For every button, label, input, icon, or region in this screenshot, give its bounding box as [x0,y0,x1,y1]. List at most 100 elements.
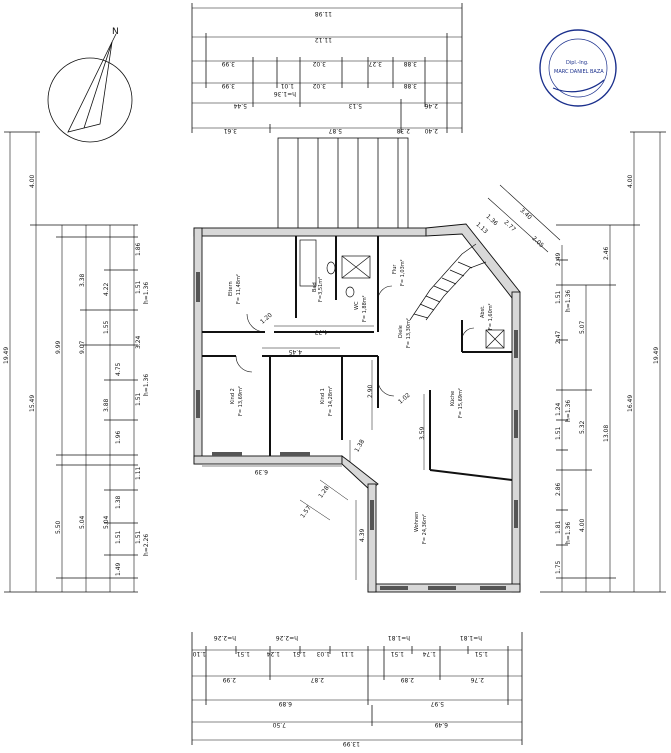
bottom-dimension-chains [191,632,523,745]
dim-label: 6.89 [278,700,292,707]
dim-label: 13.99 [343,740,360,747]
dim-label: 1.28 [317,484,331,499]
dim-label: 1.55 [103,320,110,334]
room-name: Kind 2 [230,388,236,404]
windows [196,272,518,590]
dim-label: 1.51 [135,280,142,294]
interior-walls [202,236,513,481]
room-area: F= 1,60m² [488,303,494,330]
dim-label: h=1.36 [143,374,150,396]
dim-label: 2.40 [424,127,438,134]
dim-label: 3.99 [221,82,235,89]
top-dimension-labels: 11.98 11.12 3.99 3.02 3.27 3.88 3.99 1.0… [221,10,438,134]
room-area: F=3,51m² [318,277,324,302]
dim-label: h=2.26 [276,634,298,641]
dim-label: 11.12 [315,36,332,43]
dim-label: 3.27 [368,60,382,67]
dim-label: 3.88 [403,82,417,89]
dim-label: 1.11 [340,650,354,657]
dim-label: 5.87 [328,127,342,134]
dim-label: 5.07 [579,320,586,334]
doors [235,285,475,397]
room-area: F= 24,36m² [422,514,428,544]
left-dimension-chains [4,131,138,593]
dim-label: 1.24 [555,402,562,416]
dim-label: 2.86 [555,482,562,496]
room-name: Eltern [228,281,234,296]
sanitary-fixtures [299,239,505,349]
dim-label: h=2.26 [214,634,236,641]
dim-label: 5.44 [233,102,247,109]
dim-label: 4.39 [359,528,366,542]
dim-label: 3.88 [403,60,417,67]
room-name: Flur [392,264,398,274]
dim-label: 4.00 [627,174,634,188]
terrace [277,137,409,231]
dim-label: 3.02 [312,82,326,89]
dim-label: 4.77 [314,328,328,335]
dim-label: 5.04 [103,515,110,529]
dim-label: 2.47 [555,330,562,344]
dim-label: h=1.36 [565,290,572,312]
dim-label: 2.89 [400,676,414,683]
dim-label: 4.22 [103,282,110,296]
dim-label: 1.75 [555,560,562,574]
room-area: F= 1,88m² [362,295,368,322]
room-name: WC [354,301,360,310]
dim-label: 3.24 [135,335,142,349]
room-area: F= 15,69m² [458,388,464,418]
engineer-seal: Dipl.-Ing. MARC DANIEL BAZA [539,29,617,107]
room-name: Abst. [480,305,486,318]
dim-label: 13.08 [603,425,610,442]
dim-label: 1.51 [236,650,250,657]
north-arrow [47,33,133,143]
dim-label: 1.86 [135,242,142,256]
dim-label: 1.11 [135,466,142,480]
room-name: Wohnen [414,512,420,532]
dim-label: 1.51 [390,650,404,657]
dim-label: 1.01 [280,82,294,89]
room-area: F= 1,03m² [400,259,406,286]
room-area: F= 13,30m² [406,318,412,348]
dim-label: 1.13 [474,221,489,235]
dim-label: 3.61 [223,127,237,134]
room-name: Kind 1 [320,388,326,404]
dim-label: h=1.36 [143,282,150,304]
left-dimension-labels: 19.49 4.00 15.49 9.99 5.50 3.38 9.07 5.0… [3,174,150,576]
toilet [326,261,336,275]
dim-label: 1.51 [555,426,562,440]
dim-label: 6.39 [254,468,268,475]
dim-label: 3.38 [79,273,86,287]
bathtub [299,239,317,287]
dim-label: 3.40 [518,207,533,221]
dim-label: 3.99 [221,60,235,67]
dim-label: 1.57 [299,504,313,519]
dim-label: 3.59 [419,426,426,440]
dim-label: 1.51 [555,290,562,304]
staircase [409,243,487,321]
dim-label: 5.97 [430,700,444,707]
dim-label: 2.87 [310,676,324,683]
right-dimension-labels: 19.49 4.00 16.49 2.46 13.08 5.07 5.32 4.… [474,174,660,574]
dim-label: h=1.36 [565,400,572,422]
bottom-dimension-labels: 1.10 h=2.26 1.51 1.24 h=2.26 1.51 1.03 1… [192,634,488,747]
right-dimension-chains [487,131,666,593]
dim-label: 1.51 [474,650,488,657]
dim-label: h=1.36 [565,522,572,544]
room-area: F= 13,69m² [238,386,244,416]
dim-label: 6.49 [434,721,448,728]
dim-label: h=1.36 [274,90,296,97]
top-dimension-chains [191,3,463,133]
dim-label: 1.81 [555,520,562,534]
dim-label: 2.38 [396,127,410,134]
dim-label: 3.02 [312,60,326,67]
dim-label: 5.04 [79,515,86,529]
dim-label: 2.99 [222,676,236,683]
room-name: Küche [450,391,456,406]
room-name: Bad [312,282,318,292]
dim-label: 1.38 [353,438,366,453]
dim-label: 1.38 [115,495,122,509]
dim-label: 19.49 [3,347,10,364]
room-labels: Eltern F= 11,48m² Bad F=3,51m² WC F= 1,8… [228,259,494,544]
shower [485,329,505,349]
